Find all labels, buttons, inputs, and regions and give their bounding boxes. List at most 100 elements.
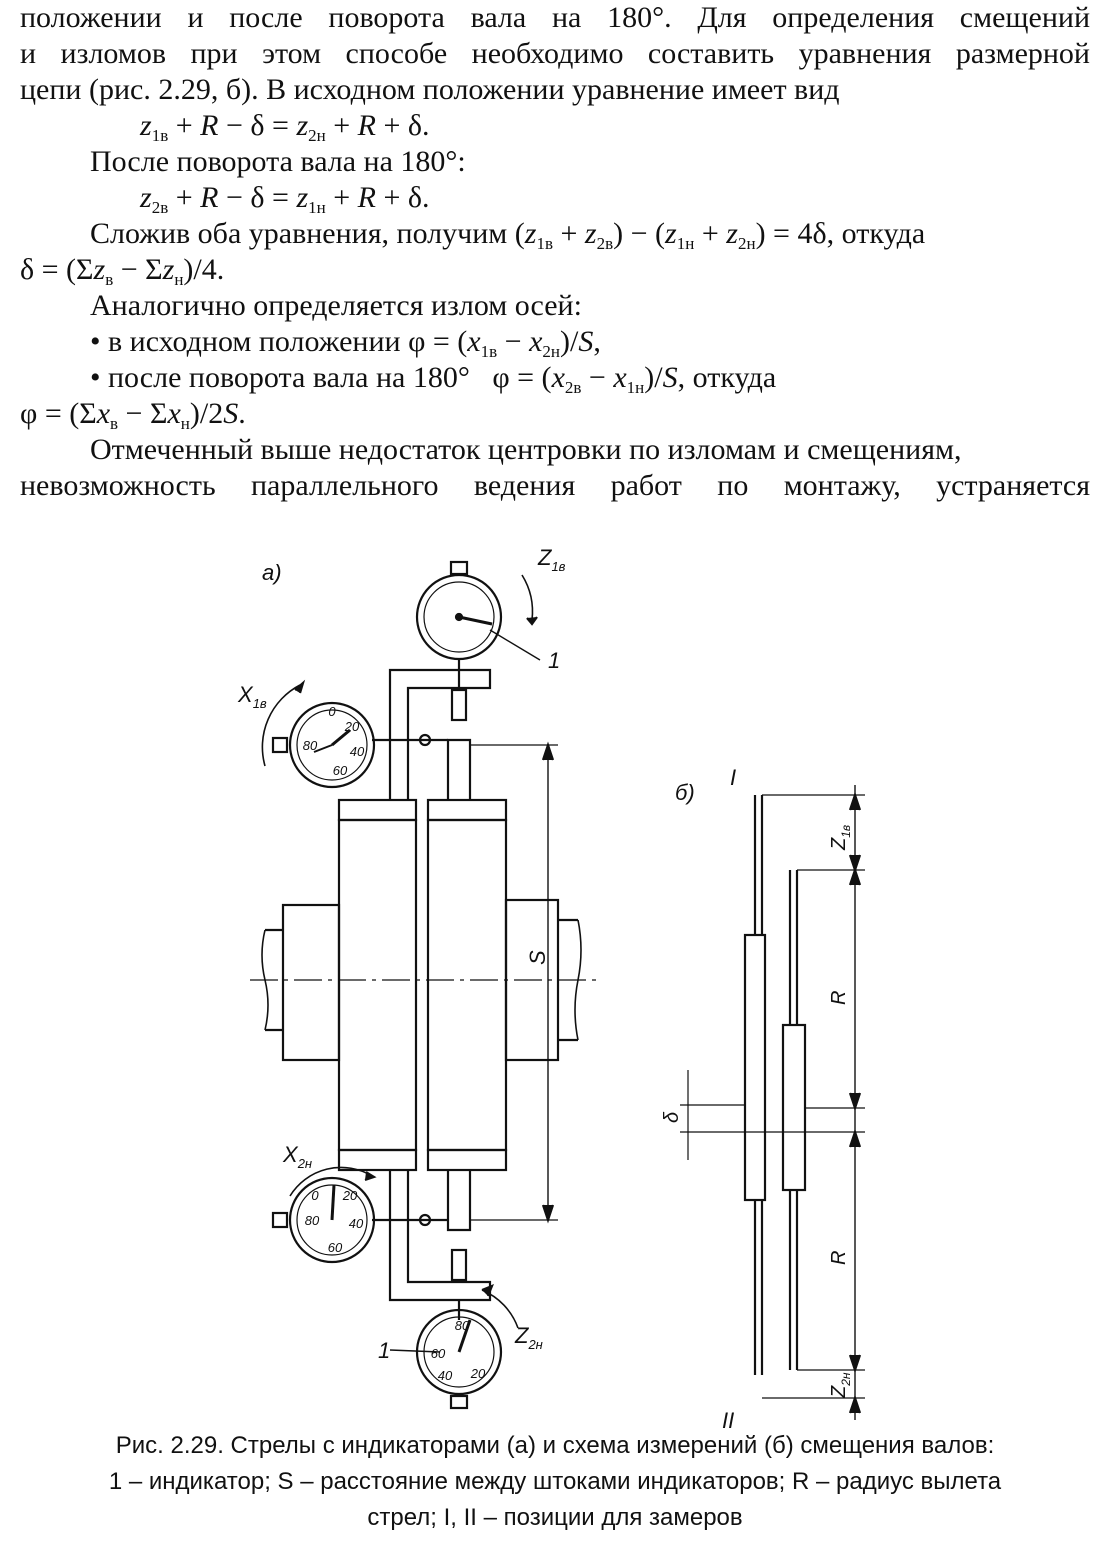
bullet-2: • после поворота вала на 180° φ = (x2в −…: [90, 361, 777, 397]
bar-short: [781, 1023, 807, 1192]
indicator-stem: [450, 688, 468, 722]
text-line: Аналогично определяется излом осей:: [90, 289, 582, 322]
dial-indicator-z1v: [415, 560, 541, 661]
text-line: положении и после поворота вала на 180°.…: [20, 1, 1090, 34]
dial-number: 80: [455, 1318, 470, 1333]
bracket-bottom-left: [388, 1170, 492, 1302]
equation-4: φ = (Σxв − Σxн)/2S.: [20, 397, 246, 433]
dial-number: 60: [333, 763, 348, 778]
diagram-a: 0 20 80 40 60 0 20 80 40: [250, 560, 600, 1410]
subscript: 2н: [839, 1372, 853, 1387]
caption-line: 1 – индикатор; S – расстояние между шток…: [108, 1468, 1002, 1495]
label-r-upper: R: [828, 991, 850, 1005]
text-fragment: • после поворота вала на 180°: [90, 361, 470, 394]
label-z1v-dim: Z1в: [828, 825, 853, 851]
label-a: а): [262, 560, 282, 585]
text-fragment: • в исходном положении: [90, 325, 401, 358]
figure-2-29: 0 20 80 40 60 0 20 80 40: [237, 545, 865, 1433]
label-one-bottom: 1: [378, 1338, 390, 1363]
dial-number: 40: [438, 1368, 453, 1383]
right-coupling-flange: [426, 1148, 508, 1172]
symbol: Z: [514, 1323, 530, 1348]
label-pos-2: II: [722, 1408, 734, 1433]
bar-long: [743, 933, 767, 1202]
text-line: Сложив оба уравнения, получим (z1в + z2в…: [90, 217, 926, 253]
dial-number: 0: [311, 1188, 319, 1203]
dial-number: 60: [431, 1346, 446, 1361]
dial-indicator-x2n: 0 20 80 40 60: [271, 1166, 377, 1264]
equation-1: z1в + R − δ = z2н + R + δ.: [140, 109, 430, 145]
subscript: 1в: [551, 559, 565, 574]
subscript: 2н: [297, 1156, 312, 1171]
dial-number: 40: [349, 1216, 364, 1231]
label-x2n: X2н: [282, 1142, 312, 1171]
label-z2n: Z2н: [514, 1323, 543, 1352]
label-one-top: 1: [548, 648, 560, 673]
bracket-top-left: [388, 668, 492, 800]
shaft-break: [574, 919, 582, 1041]
text-line: и изломов при этом способе необходимо со…: [20, 37, 1090, 70]
dial-number: 40: [350, 744, 365, 759]
text-fragment: , откуда: [826, 217, 926, 250]
bracket-bottom-right: [446, 1170, 472, 1232]
dial-number: 20: [342, 1188, 358, 1203]
left-coupling-flange: [337, 798, 418, 822]
dial-indicator-z2n: 80 60 40 20: [389, 1284, 519, 1410]
arrow-head: [848, 1354, 862, 1374]
dial-number: 20: [344, 719, 360, 734]
dial-number: 80: [303, 738, 318, 753]
bullet-1: • в исходном положении φ = (x1в − x2н)/S…: [90, 325, 601, 361]
symbol: X: [282, 1142, 299, 1167]
text-fragment: Сложив оба уравнения, получим: [90, 217, 508, 250]
dial-number: 0: [328, 704, 336, 719]
text-line: После поворота вала на 180°:: [90, 145, 466, 178]
dial-number: 20: [470, 1366, 486, 1381]
arrow-head: [541, 1204, 555, 1224]
dial-indicator-x1v: 0 20 80 40 60: [261, 679, 376, 789]
caption-line: Рис. 2.29. Стрелы с индикаторами (а) и с…: [115, 1432, 995, 1459]
shaft-break: [261, 929, 269, 1031]
left-coupling-flange: [337, 1148, 418, 1172]
label-z2n-dim: Z2н: [828, 1372, 853, 1399]
text-line: цепи (рис. 2.29, б). В исходном положени…: [20, 73, 840, 106]
label-x1v: X1в: [237, 682, 267, 711]
subscript: 2н: [527, 1337, 542, 1352]
dial-number: 60: [328, 1240, 343, 1255]
left-coupling-half: [337, 818, 418, 1152]
right-coupling-flange: [426, 798, 508, 822]
subscript: 1в: [839, 825, 853, 838]
label-pos-1: I: [730, 765, 736, 790]
symbol: Z: [828, 1385, 850, 1399]
left-hub: [281, 903, 341, 1062]
arrow-head: [848, 866, 862, 886]
label-z1v: Z1в: [537, 545, 566, 574]
probe-tip: [418, 1213, 432, 1227]
text-line: невозможность параллельного ведения рабо…: [20, 469, 1090, 502]
arrow-head: [848, 1128, 862, 1148]
arrow-head: [848, 791, 862, 811]
label-r-lower: R: [828, 1251, 850, 1265]
symbol: X: [237, 682, 254, 707]
arrow-head: [541, 741, 555, 761]
right-coupling-half: [426, 818, 508, 1152]
probe-tip: [418, 733, 432, 747]
equation-3: δ = (Σzв − Σzн)/4.: [20, 253, 225, 289]
arrow-head: [848, 1394, 862, 1414]
label-b: б): [675, 780, 695, 805]
symbol: Z: [537, 545, 553, 570]
subscript: 1в: [253, 696, 267, 711]
text-line: Отмеченный выше недостаток центровки по …: [90, 433, 962, 466]
diagram-b: [680, 785, 865, 1420]
label-s: S: [525, 950, 550, 965]
arrow-head: [848, 1092, 862, 1112]
dial-number: 80: [305, 1213, 320, 1228]
bracket-top-right: [446, 738, 472, 800]
equation-2: z2в + R − δ = z1н + R + δ.: [140, 181, 430, 217]
body-text: положении и после поворота вала на 180°.…: [20, 0, 1090, 504]
text-fragment: , откуда: [677, 361, 777, 394]
indicator-stem: [450, 1248, 468, 1282]
figure-caption: Рис. 2.29. Стрелы с индикаторами (а) и с…: [20, 1428, 1090, 1536]
label-delta: δ: [661, 1111, 683, 1123]
caption-line: стрел; I, II – позиции для замеров: [367, 1504, 743, 1531]
